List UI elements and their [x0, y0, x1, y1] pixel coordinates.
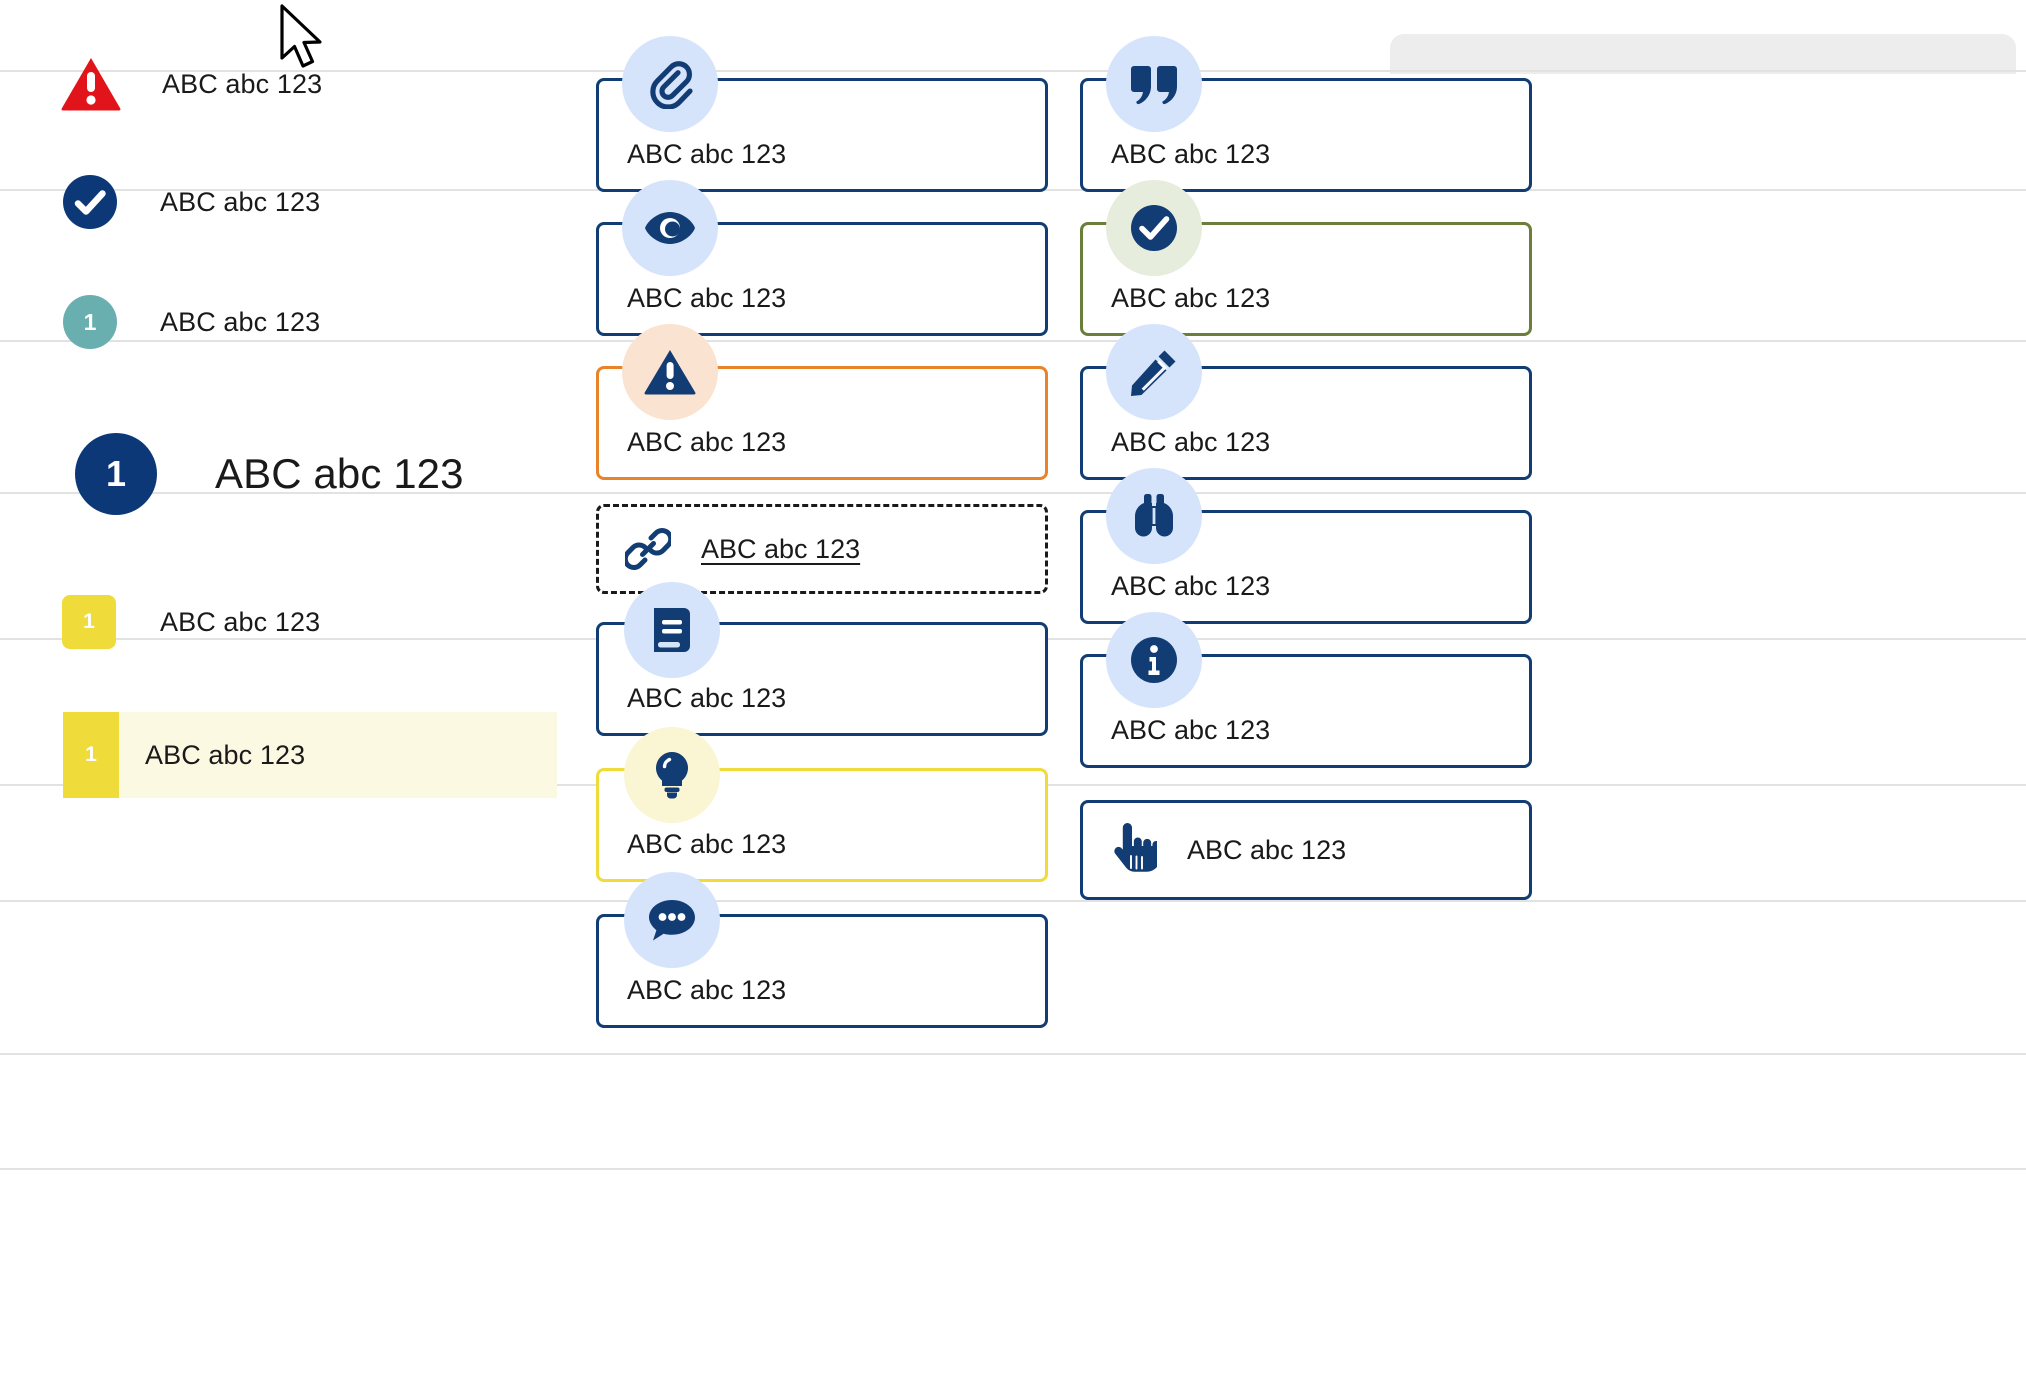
card-label: ABC abc 123 — [1111, 427, 1271, 457]
left-row-label-large: ABC abc 123 — [215, 450, 464, 497]
number-bar-value: 1 — [85, 743, 97, 766]
number-bar: 1 — [63, 712, 119, 798]
number-square-value: 1 — [83, 610, 95, 633]
card-link[interactable]: ABC abc 123 — [596, 504, 1048, 594]
link-chain-icon — [625, 526, 671, 572]
divider — [0, 340, 2026, 342]
check-circle-icon — [1106, 180, 1202, 276]
pencil-icon — [1106, 324, 1202, 420]
pointing-hand-icon — [1109, 823, 1157, 877]
card-label: ABC abc 123 — [1111, 283, 1271, 313]
number-square: 1 — [62, 595, 116, 649]
card-link-label[interactable]: ABC abc 123 — [701, 533, 861, 564]
card-action[interactable]: ABC abc 123 — [1080, 800, 1532, 900]
card-label: ABC abc 123 — [627, 829, 787, 859]
card-label: ABC abc 123 — [627, 139, 787, 169]
divider — [0, 492, 2026, 494]
paperclip-icon — [622, 36, 718, 132]
info-circle-icon — [1106, 612, 1202, 708]
quote-marks-icon — [1106, 36, 1202, 132]
binoculars-icon — [1106, 468, 1202, 564]
warning-triangle-icon — [622, 324, 718, 420]
card-attachment[interactable]: ABC abc 123 — [596, 78, 1048, 192]
left-row-label: ABC abc 123 — [160, 186, 321, 217]
card-label: ABC abc 123 — [627, 683, 787, 713]
card-label: ABC abc 123 — [627, 283, 787, 313]
left-row-step-navy-large[interactable]: 1 ABC abc 123 — [75, 433, 464, 515]
lightbulb-icon — [624, 727, 720, 823]
left-row-label: ABC abc 123 — [162, 68, 323, 99]
card-label: ABC abc 123 — [1111, 571, 1271, 601]
eye-icon — [622, 180, 718, 276]
number-circle-value: 1 — [83, 308, 97, 335]
divider — [0, 1053, 2026, 1055]
left-row-label: ABC abc 123 — [160, 606, 321, 637]
check-circle-icon — [63, 175, 117, 229]
left-row-alert-error[interactable]: ABC abc 123 — [60, 56, 322, 112]
left-row-step-teal[interactable]: 1 ABC abc 123 — [63, 295, 320, 349]
comment-dots-icon — [624, 872, 720, 968]
left-column: ABC abc 123 ABC abc 123 1 ABC abc 123 1 … — [0, 0, 760, 1392]
divider — [0, 900, 2026, 902]
left-row-alert-success[interactable]: ABC abc 123 — [63, 175, 320, 229]
warning-triangle-icon — [60, 56, 122, 112]
left-row-step-yellow-highlight[interactable]: 1 ABC abc 123 — [63, 712, 557, 798]
card-label: ABC abc 123 — [627, 427, 787, 457]
card-label: ABC abc 123 — [1187, 834, 1347, 865]
number-circle-large-value: 1 — [105, 453, 127, 494]
left-row-label: ABC abc 123 — [145, 739, 306, 770]
number-circle-large: 1 — [75, 433, 157, 515]
left-row-step-yellow-square[interactable]: 1 ABC abc 123 — [62, 595, 320, 649]
card-label: ABC abc 123 — [1111, 139, 1271, 169]
card-label: ABC abc 123 — [1111, 715, 1271, 745]
divider — [0, 1168, 2026, 1170]
card-label: ABC abc 123 — [627, 975, 787, 1005]
book-icon — [624, 582, 720, 678]
divider — [0, 70, 2026, 72]
number-circle: 1 — [63, 295, 117, 349]
left-row-label: ABC abc 123 — [160, 306, 321, 337]
